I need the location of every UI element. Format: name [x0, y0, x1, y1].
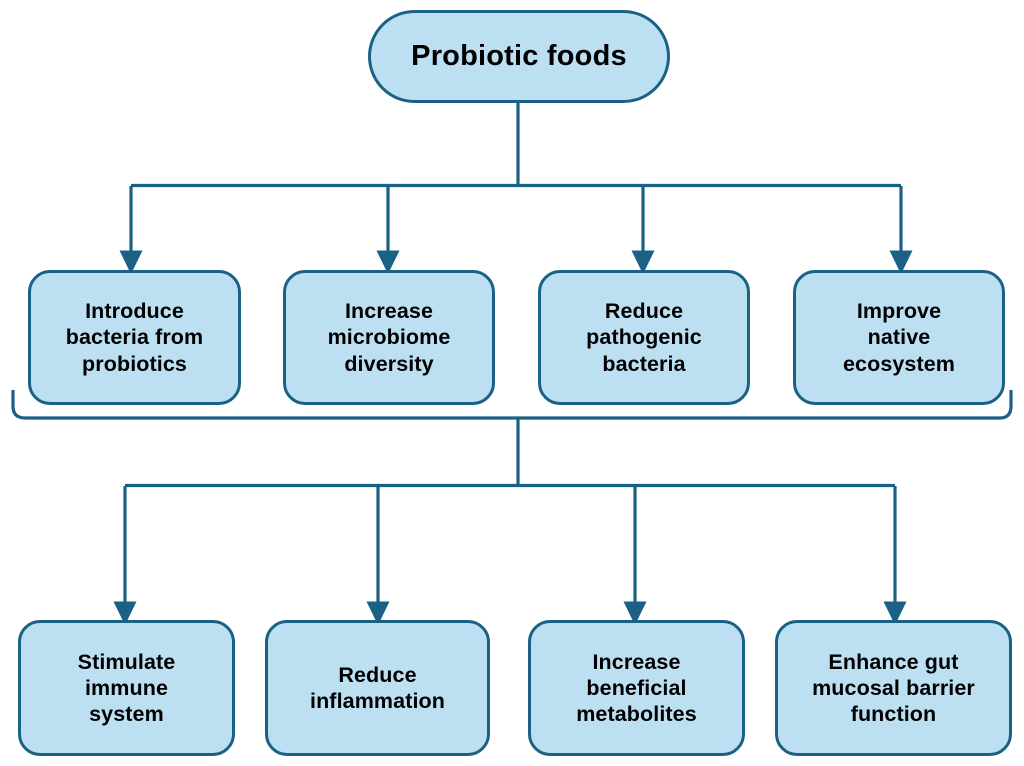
node-label: Increase beneficial metabolites — [576, 649, 697, 727]
node-reduce-pathogenic-bacteria[interactable]: Reduce pathogenic bacteria — [538, 270, 750, 405]
node-label: Introduce bacteria from probiotics — [65, 299, 204, 376]
node-reduce-inflammation[interactable]: Reduce inflammation — [265, 620, 490, 756]
node-increase-beneficial-metabolites[interactable]: Increase beneficial metabolites — [528, 620, 745, 756]
node-label: Reduce inflammation — [310, 662, 445, 713]
node-improve-native-ecosystem[interactable]: Improve native ecosystem — [793, 270, 1005, 405]
node-root-probiotic-foods[interactable]: Probiotic foods — [368, 10, 670, 103]
node-label: Probiotic foods — [411, 39, 627, 72]
node-increase-microbiome-diversity[interactable]: Increase microbiome diversity — [283, 270, 495, 405]
node-stimulate-immune-system[interactable]: Stimulate immune system — [18, 620, 235, 756]
node-label: Reduce pathogenic bacteria — [586, 299, 702, 376]
node-label: Improve native ecosystem — [842, 299, 956, 376]
node-enhance-gut-mucosal-barrier-function[interactable]: Enhance gut mucosal barrier function — [775, 620, 1012, 756]
node-introduce-bacteria-from-probiotics[interactable]: Introduce bacteria from probiotics — [28, 270, 241, 405]
node-label: Increase microbiome diversity — [327, 299, 451, 376]
node-label: Stimulate immune system — [77, 649, 176, 727]
node-label: Enhance gut mucosal barrier function — [812, 649, 975, 727]
